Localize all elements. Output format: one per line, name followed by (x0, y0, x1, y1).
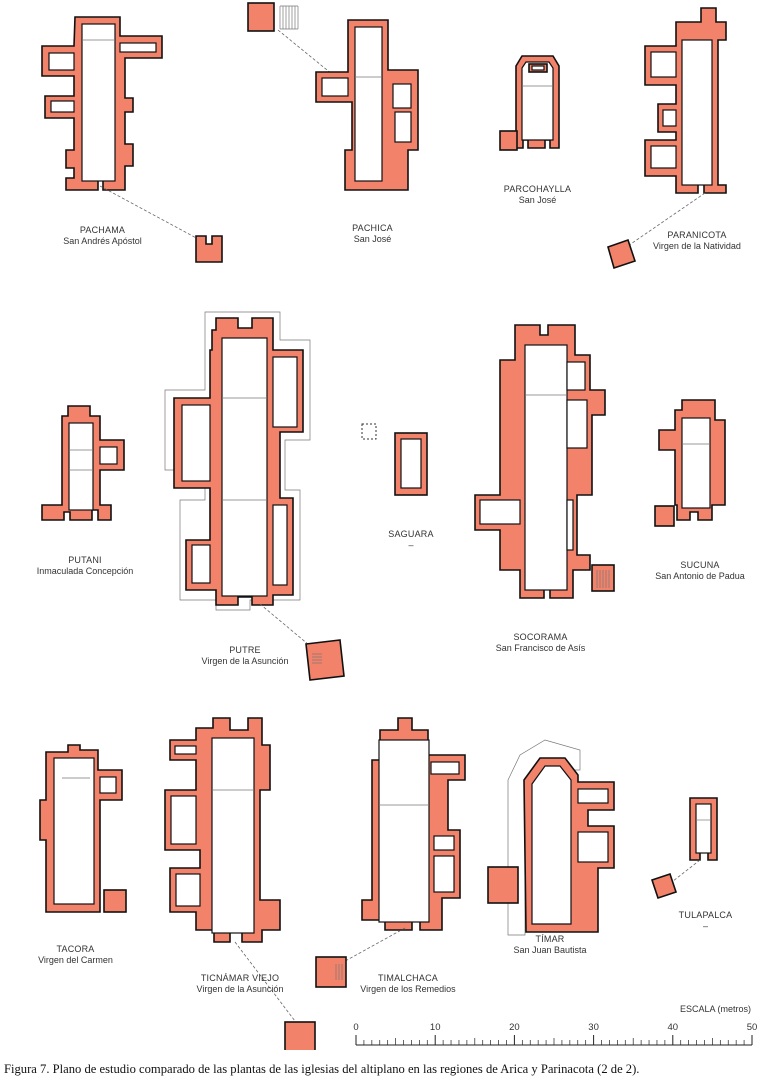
church-name: TÍMAR (535, 934, 565, 944)
label-paranicota: PARANICOTA Virgen de la Natividad (632, 230, 762, 252)
church-name: TICNÁMAR VIEJO (200, 973, 280, 983)
plan-tacora (39, 744, 127, 913)
church-name: PARANICOTA (667, 230, 727, 240)
figure-caption: Figura 7. Plano de estudio comparado de … (4, 1062, 640, 1076)
church-name: SAGUARA (388, 529, 434, 539)
church-saint: Virgen de los Remedios (360, 984, 456, 994)
scale-title: ESCALA (metros) (680, 1004, 752, 1014)
label-socorama: SOCORAMA San Francisco de Asís (478, 632, 603, 654)
plan-saguara (361, 423, 428, 496)
church-saint: Virgen de la Asunción (196, 984, 284, 994)
church-name: PACHICA (352, 223, 393, 233)
scale-tick-label: 20 (509, 1022, 520, 1033)
plan-ticnamar (164, 717, 316, 1050)
scale-tick-label: 10 (430, 1022, 441, 1033)
scale-tick-label: 0 (353, 1022, 358, 1033)
plan-pachama (41, 16, 223, 263)
church-saint: – (408, 540, 414, 550)
church-plans-diagram: 0 10 20 30 40 50 (39, 2, 758, 1050)
label-ticnamar: TICNÁMAR VIEJO Virgen de la Asunción (180, 973, 300, 995)
church-name: TACORA (56, 944, 95, 954)
scale-tick-label: 30 (588, 1022, 599, 1033)
label-tacora: TACORA Virgen del Carmen (28, 944, 123, 966)
church-saint: San Antonio de Padua (655, 571, 745, 581)
church-name: PUTRE (229, 645, 261, 655)
label-parcohaylla: PARCOHAYLLA San José (480, 184, 595, 206)
church-saint: Virgen de la Asunción (201, 656, 289, 666)
church-saint: San José (518, 195, 557, 205)
church-saint: Virgen del Carmen (38, 955, 113, 965)
label-pachica: PACHICA San José (315, 223, 430, 245)
label-putani: PUTANI Inmaculada Concepción (25, 555, 145, 577)
scale-tick-label: 40 (668, 1022, 679, 1033)
church-saint: San Juan Bautista (513, 945, 587, 955)
label-timar: TÍMAR San Juan Bautista (495, 934, 605, 956)
plan-timalchaca (315, 717, 466, 988)
label-tulapalca: TULAPALCA – (668, 910, 743, 932)
label-pachama: PACHAMA San Andrés Apóstol (40, 225, 165, 247)
plan-socorama (474, 324, 615, 599)
church-saint: San Andrés Apóstol (63, 236, 142, 246)
plan-tulapalca (650, 797, 718, 900)
label-sucuna: SUCUNA San Antonio de Padua (640, 560, 760, 582)
plan-parcohaylla (499, 55, 560, 151)
plan-sucuna (654, 399, 726, 527)
church-saint: Virgen de la Natividad (653, 241, 741, 251)
church-name: TIMALCHACA (377, 973, 438, 983)
church-name: TULAPALCA (678, 910, 733, 920)
church-name: PUTANI (68, 555, 102, 565)
church-saint: San José (353, 234, 392, 244)
label-timalchaca: TIMALCHACA Virgen de los Remedios (348, 973, 468, 995)
scale-tick-label: 50 (747, 1022, 758, 1033)
label-saguara: SAGUARA – (371, 529, 451, 551)
church-saint: San Francisco de Asís (495, 643, 586, 653)
church-name: PACHAMA (79, 225, 126, 235)
scale-bar: 0 10 20 30 40 50 (353, 1022, 758, 1046)
church-saint: Inmaculada Concepción (36, 566, 134, 576)
plan-paranicota (607, 7, 727, 270)
plan-putani (41, 405, 125, 521)
church-name: SUCUNA (680, 560, 720, 570)
church-name: PARCOHAYLLA (503, 184, 572, 194)
plan-timar (487, 739, 615, 936)
church-saint: – (702, 921, 708, 931)
church-name: SOCORAMA (513, 632, 568, 642)
label-putre: PUTRE Virgen de la Asunción (185, 645, 305, 667)
plan-pachica (247, 2, 419, 191)
plan-putre (164, 311, 345, 681)
